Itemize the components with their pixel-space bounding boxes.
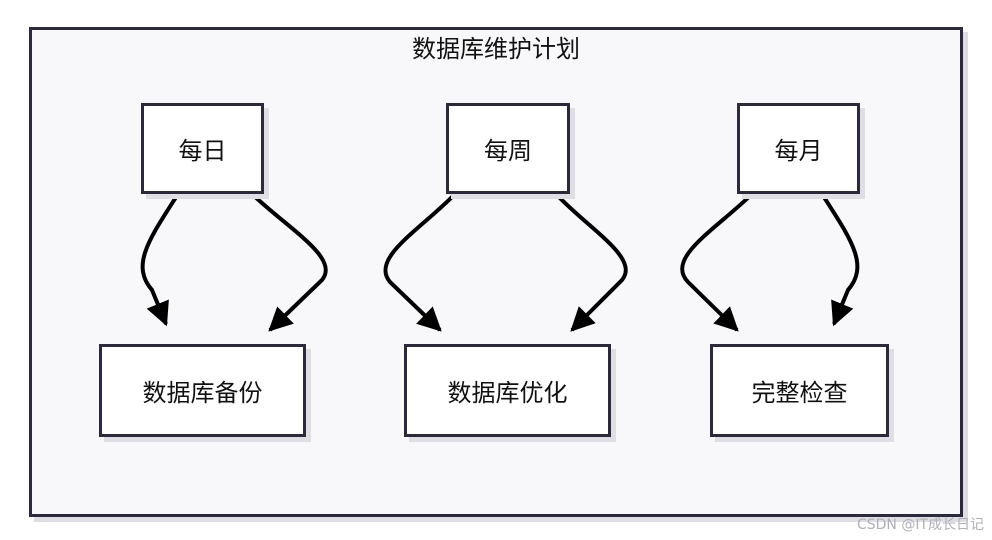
node-database-optimize: 数据库优化 [404, 344, 611, 437]
node-full-check: 完整检查 [710, 344, 889, 437]
node-daily: 每日 [141, 103, 264, 194]
edge-daily-to-backup-left [140, 192, 180, 327]
node-weekly: 每周 [446, 103, 570, 194]
edge-monthly-to-check-left [680, 192, 754, 332]
edge-daily-to-backup-right [250, 192, 328, 332]
edge-weekly-to-optimize-left [383, 192, 457, 332]
node-database-backup: 数据库备份 [99, 344, 306, 437]
edge-weekly-to-optimize-right [554, 192, 628, 332]
node-monthly: 每月 [737, 103, 860, 194]
diagram-title: 数据库维护计划 [412, 35, 580, 63]
watermark: CSDN @IT成长日记 [856, 517, 984, 533]
edge-monthly-to-check-right [820, 192, 860, 327]
